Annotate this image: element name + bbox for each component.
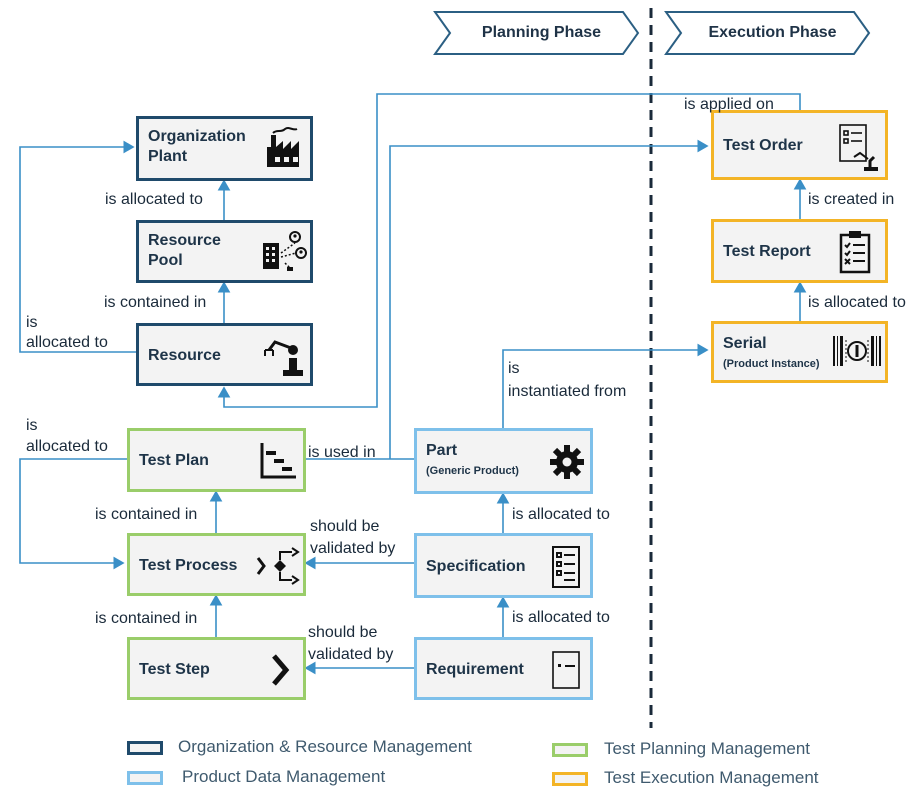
legend-label-org: Organization & Resource Management [178, 737, 472, 756]
test-report-node[interactable]: Test Report [711, 219, 888, 283]
building-people-icon [263, 231, 307, 271]
legend-label-tpm: Test Planning Management [604, 739, 811, 758]
label-part-spec: is allocated to [512, 506, 610, 523]
document-icon [552, 651, 580, 689]
execution-phase-banner: Execution Phase [664, 10, 871, 56]
legend-label-tem: Test Execution Management [604, 768, 819, 787]
part-subtitle: (Generic Product) [426, 465, 519, 477]
organization-plant-node[interactable]: Organization Plant [136, 116, 313, 181]
requirement-title: Requirement [426, 661, 524, 678]
label-testplan-resource-2: allocated to [26, 438, 108, 455]
clipboard-icon [839, 231, 871, 274]
execution-phase-label: Execution Phase [708, 24, 837, 41]
gear-icon [550, 445, 584, 479]
resource-title: Resource [148, 347, 221, 364]
label-process-plan: is contained in [95, 506, 198, 523]
label-part-serial-1: is [508, 360, 520, 377]
label-spec-process-1: should be [310, 518, 380, 535]
legend-swatch-org [127, 741, 163, 755]
specification-title: Specification [426, 558, 526, 575]
label-spec-req: is allocated to [512, 609, 610, 626]
checklist-icon [552, 546, 580, 588]
factory-icon [267, 127, 299, 167]
barcode-icon [833, 336, 881, 366]
test-process-title: Test Process [139, 557, 238, 574]
label-resource-plant-2: allocated to [26, 334, 108, 351]
test-step-node[interactable]: Test Step [127, 637, 306, 700]
label-pool-resource: is contained in [104, 294, 207, 311]
gantt-icon [260, 443, 296, 479]
label-resource-plant-1: is [26, 314, 38, 331]
serial-node[interactable]: Serial (Product Instance) [711, 321, 888, 383]
requirement-node[interactable]: Requirement [414, 637, 593, 700]
test-order-title: Test Order [723, 137, 803, 154]
test-plan-title: Test Plan [139, 452, 209, 469]
legend-label-pdm: Product Data Management [182, 767, 386, 786]
planning-phase-chevron-shape [433, 11, 640, 55]
part-node[interactable]: Part (Generic Product) [414, 428, 593, 494]
label-plant-pool: is allocated to [105, 191, 203, 208]
process-flow-icon [256, 547, 300, 585]
label-report-serial: is allocated to [808, 294, 906, 311]
serial-subtitle: (Product Instance) [723, 358, 820, 370]
test-report-title: Test Report [723, 243, 811, 260]
label-req-step-2: validated by [308, 646, 394, 663]
test-step-title: Test Step [139, 661, 210, 678]
label-spec-process-2: validated by [310, 540, 396, 557]
organization-plant-line2: Plant [148, 148, 188, 165]
organization-plant-line1: Organization [148, 128, 246, 145]
test-order-node[interactable]: Test Order [711, 110, 888, 180]
test-plan-node[interactable]: Test Plan [127, 428, 306, 492]
label-testplan-resource-1: is [26, 417, 38, 434]
legend-swatch-pdm [127, 771, 163, 785]
label-order-applied: is applied on [684, 96, 774, 113]
resource-node[interactable]: Resource [136, 323, 313, 386]
resource-pool-line1: Resource [148, 232, 221, 249]
label-step-process: is contained in [95, 610, 198, 627]
legend-swatch-tpm [552, 743, 588, 757]
test-process-node[interactable]: Test Process [127, 533, 306, 596]
robot-arm-icon [264, 340, 303, 376]
specification-node[interactable]: Specification [414, 533, 593, 598]
planning-phase-banner: Planning Phase [433, 10, 640, 56]
chevron-right-icon [272, 654, 290, 686]
resource-pool-line2: Pool [148, 252, 183, 269]
resource-pool-node[interactable]: Resource Pool [136, 220, 313, 283]
part-title: Part [426, 442, 458, 459]
legend-swatch-tem [552, 772, 588, 786]
label-req-step-1: should be [308, 624, 378, 641]
label-part-serial-2: instantiated from [508, 383, 627, 400]
execution-phase-chevron-shape [664, 11, 871, 55]
label-testplan-part: is used in [308, 444, 376, 461]
serial-title: Serial [723, 335, 767, 352]
planning-phase-label: Planning Phase [481, 24, 602, 41]
label-order-report: is created in [808, 191, 895, 208]
order-robot-icon [839, 124, 878, 171]
